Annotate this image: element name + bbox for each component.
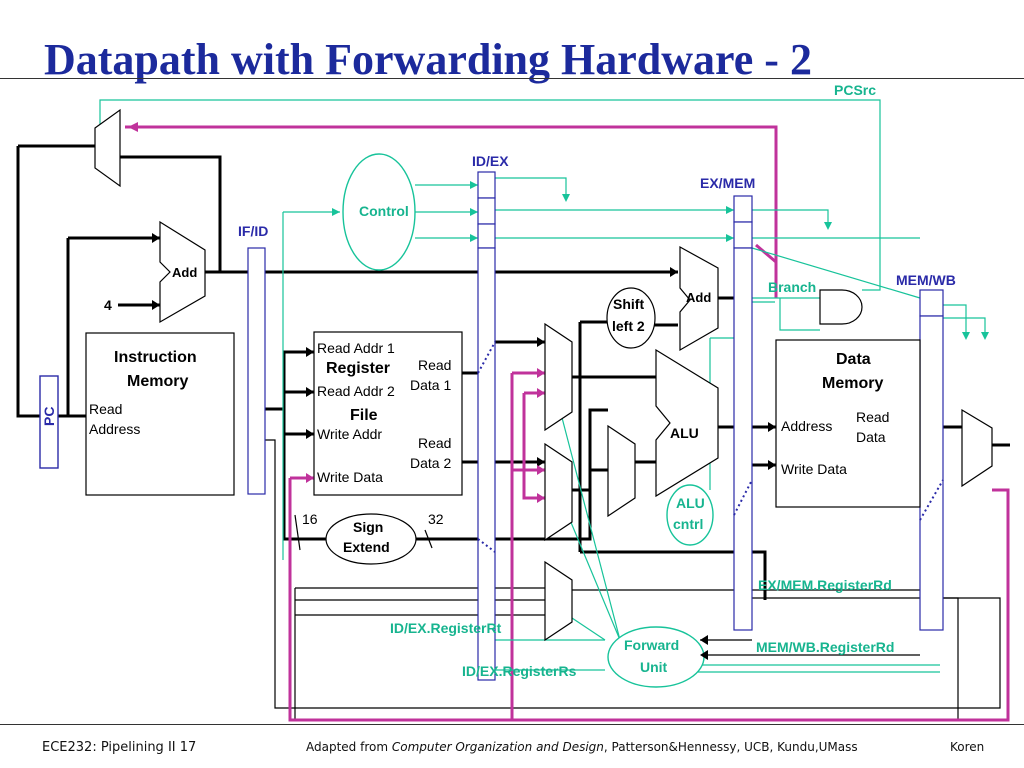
instruction-memory-label-1: Instruction [114,349,197,366]
ex-mem-registerrd-label: EX/MEM.RegisterRd [758,577,892,593]
branch-label: Branch [768,279,816,295]
data-memory-label-2: Memory [822,375,883,392]
pc-adder-label: Add [172,265,197,280]
mem-wb-wb-field [919,289,944,317]
data-memory [775,339,921,508]
id-ex-m-field [477,197,496,225]
width-16-label: 16 [302,511,318,527]
width-32-label: 32 [428,511,444,527]
title-rule [0,78,1024,79]
instruction-memory-label-2: Memory [127,373,188,390]
footer-credit-prefix: Adapted from [306,740,392,754]
shift-label-1: Shift [613,296,644,312]
file-label: File [350,407,378,424]
pc-register [39,375,59,469]
alu [655,348,719,498]
id-ex-ex-field [477,223,496,249]
alu-control-label-1: ALU [676,495,705,511]
footer-rule [0,724,1024,725]
control-label: Control [359,203,409,219]
dm-address-label: Address [781,418,832,434]
dm-read-label-a: Read [856,409,889,425]
read-data2-label-a: Read [418,435,451,451]
mem-wb-label: MEM/WB [896,272,956,288]
id-ex-registerrs-label: ID/EX.RegisterRs [462,663,577,679]
control-arrowheads [332,181,989,340]
data-wires [16,144,1010,600]
pc-label: PC [41,407,57,426]
dm-read-label-b: Data [856,429,886,445]
footer-credit-suffix: , Patterson&Hennessy, UCB, Kundu,UMass [603,740,858,754]
write-data-label: Write Data [317,469,383,485]
functional-units [85,108,993,688]
read-data1-label-b: Data 1 [410,377,451,393]
alu-label: ALU [670,425,699,441]
constant-four-label: 4 [104,297,112,313]
dm-write-data-label: Write Data [781,461,847,477]
footer-credit: Adapted from Computer Organization and D… [306,740,858,754]
footer-credit-book: Computer Organization and Design [391,740,604,754]
instruction-memory [85,332,235,496]
shift-label-2: left 2 [612,318,645,334]
ex-mem-register [733,247,753,631]
ex-mem-wb-field [733,195,753,223]
read-address-label-2: Address [89,421,140,437]
sign-extend [325,513,417,565]
forward-unit-label-2: Unit [640,659,668,675]
forward-unit [607,626,705,688]
footer-author: Koren [950,740,985,754]
pcsrc-label: PCSrc [834,82,876,98]
write-addr-label: Write Addr [317,426,382,442]
forward-arrowheads [128,122,545,503]
data-memory-label-1: Data [836,351,871,368]
alu-input-a-mux [544,322,573,432]
id-ex-wb-field [477,171,496,199]
mem-wb-register [919,315,944,631]
id-ex-label: ID/EX [472,153,509,169]
footer-course: ECE232: Pipelining II 17 [42,740,197,755]
id-ex-register [477,247,496,681]
sign-extend-label-1: Sign [353,519,383,535]
read-data2-label-b: Data 2 [410,455,451,471]
dotted-connectors [477,341,944,553]
register-file [313,331,463,496]
if-id-label: IF/ID [238,223,268,239]
read-address-label-1: Read [89,401,122,417]
slide-title: Datapath with Forwarding Hardware - 2 [44,35,812,84]
alu-input-b-forward-mux [544,442,573,542]
if-id-register [247,247,266,495]
register-label: Register [326,360,390,377]
pc-source-mux [94,108,121,188]
pc-adder [159,220,206,324]
arrowheads [152,233,776,660]
alu-control [666,484,714,546]
diagram-labels: PCSrc ID/EX EX/MEM IF/ID MEM/WB Control … [41,82,956,679]
branch-adder [679,245,719,352]
control-unit [342,153,416,271]
ex-mem-label: EX/MEM [700,175,755,191]
alu-control-label-2: cntrl [673,516,703,532]
branch-and-gate [819,289,863,325]
ex-mem-m-field [733,221,753,249]
mem-wb-registerrd-label: MEM/WB.RegisterRd [756,639,894,655]
shift-left-2 [606,287,656,349]
pipeline-registers [39,171,944,681]
read-data1-label-a: Read [418,357,451,373]
alu-src-mux [607,424,636,518]
write-back-mux [961,408,993,488]
branch-adder-label: Add [686,290,711,305]
read-addr1-label: Read Addr 1 [317,340,395,356]
read-addr2-label: Read Addr 2 [317,383,395,399]
id-ex-registerrt-label: ID/EX.RegisterRt [390,620,502,636]
reg-dst-mux [544,560,573,642]
sign-extend-label-2: Extend [343,539,390,555]
forward-unit-label-1: Forward [624,637,679,653]
